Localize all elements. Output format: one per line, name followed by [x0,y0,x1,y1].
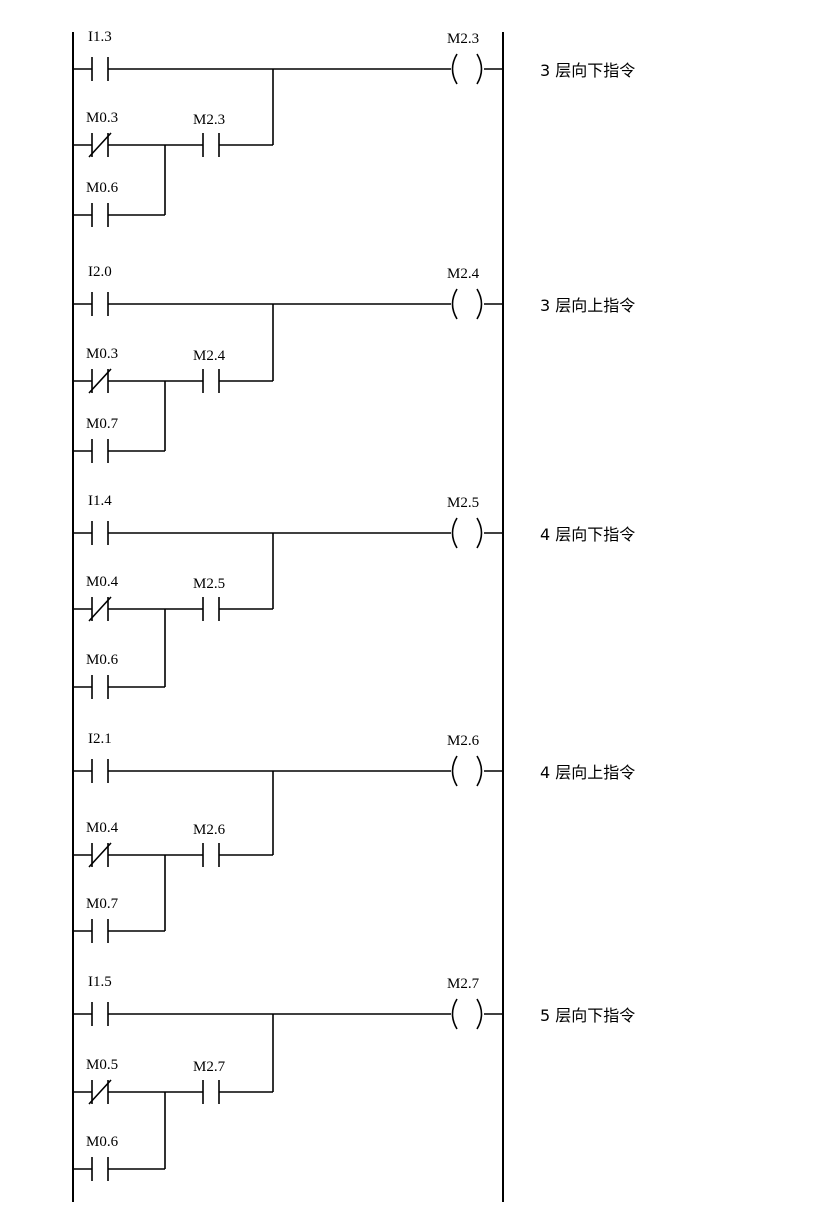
contact-address: M0.6 [86,652,119,668]
contact-no [91,759,109,783]
contact-address: I1.4 [88,493,112,509]
contact-address: M0.3 [86,346,118,362]
coil-address: M2.5 [447,495,479,511]
contact-address: M0.4 [86,574,119,590]
contact-no [91,292,109,316]
output-coil [451,998,483,1030]
contact-address: M0.6 [86,1134,119,1150]
contact-address: M2.5 [193,576,225,592]
seal-in-contact [202,1080,220,1104]
contact-no [91,439,109,463]
contact-address: M2.6 [193,822,226,838]
seal-in-contact [202,843,220,867]
contact-no [91,675,109,699]
seal-in-contact [202,597,220,621]
contact-address: M0.6 [86,180,119,196]
rung-comment: 3 层向下指令 [540,61,635,80]
rung-comment: 4 层向上指令 [540,763,635,782]
contact-nc [88,842,112,868]
coil-address: M2.6 [447,733,480,749]
contact-nc [88,132,112,158]
seal-in-contact [202,369,220,393]
contact-no [91,1157,109,1181]
contact-address: M0.5 [86,1057,118,1073]
contact-address: I1.3 [88,29,112,45]
contact-no [91,203,109,227]
seal-in-contact [202,133,220,157]
rung-comment: 3 层向上指令 [540,296,635,315]
contact-no [91,919,109,943]
contact-no [91,1002,109,1026]
contact-no [91,57,109,81]
contact-address: M0.3 [86,110,118,126]
contact-address: M2.7 [193,1059,226,1075]
coil-address: M2.3 [447,31,479,47]
rung-comment: 5 层向下指令 [540,1006,635,1025]
coil-address: M2.4 [447,266,480,282]
output-coil [451,755,483,787]
contact-address: M0.4 [86,820,119,836]
output-coil [451,517,483,549]
contact-no [91,521,109,545]
contact-address: I2.0 [88,264,112,280]
contact-address: M0.7 [86,896,119,912]
contact-nc [88,368,112,394]
contact-address: M2.3 [193,112,225,128]
contact-nc [88,596,112,622]
contact-address: M2.4 [193,348,226,364]
contact-address: M0.7 [86,416,119,432]
contact-address: I1.5 [88,974,112,990]
output-coil [451,288,483,320]
output-coil [451,53,483,85]
coil-address: M2.7 [447,976,480,992]
contact-nc [88,1079,112,1105]
rung-comment: 4 层向下指令 [540,525,635,544]
contact-address: I2.1 [88,731,112,747]
